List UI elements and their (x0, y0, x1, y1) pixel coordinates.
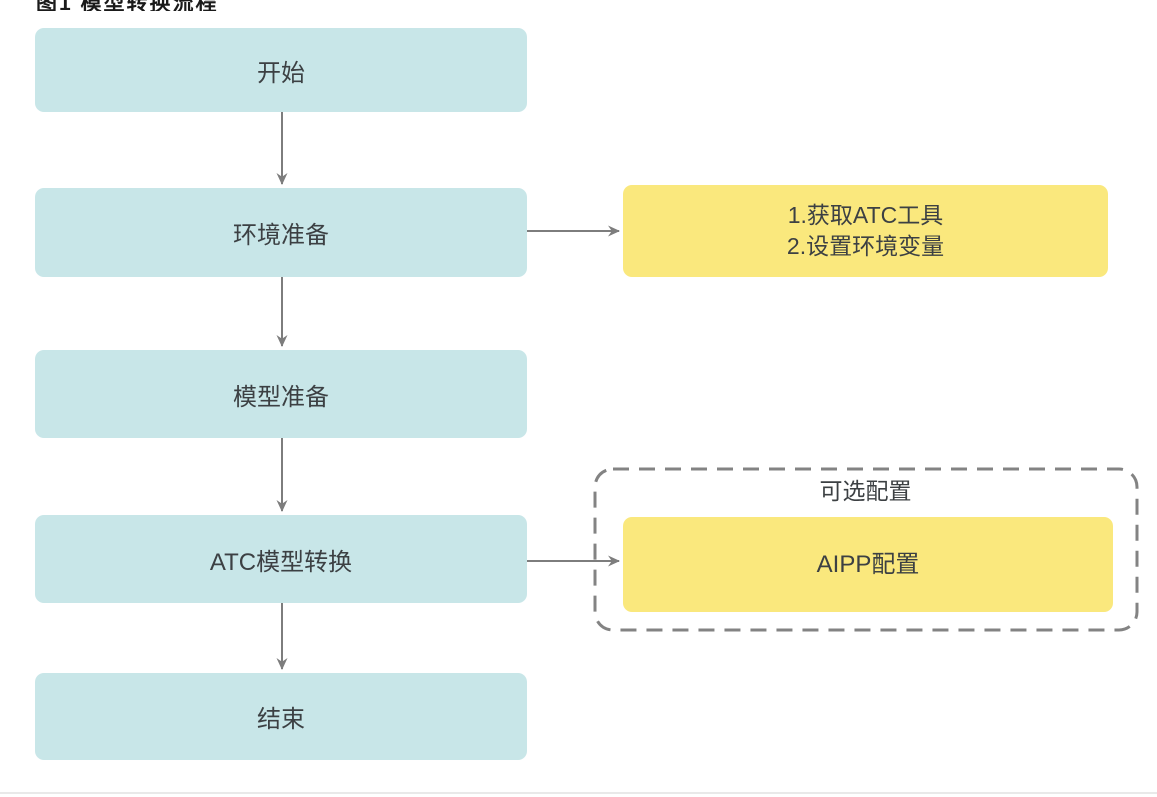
node-end: 结束 (35, 673, 527, 760)
note-env-steps: 1.获取ATC工具 2.设置环境变量 (623, 185, 1108, 277)
node-start: 开始 (35, 28, 527, 112)
figure-caption-text: 图1 模型转换流程 (36, 0, 436, 11)
node-model-prep: 模型准备 (35, 350, 527, 438)
node-env-prep: 环境准备 (35, 188, 527, 277)
optional-group-title: 可选配置 (819, 478, 912, 504)
node-atc-convert-label: ATC模型转换 (209, 548, 353, 576)
node-model-prep-label: 模型准备 (233, 383, 329, 411)
node-env-prep-label: 环境准备 (233, 222, 329, 249)
note-aipp-config: AIPP配置 (623, 517, 1113, 612)
note-env-steps-line2: 2.设置环境变量 (786, 233, 945, 259)
node-end-label: 结束 (257, 706, 305, 733)
figure-caption-clipped: 图1 模型转换流程 (36, 0, 436, 11)
note-aipp-config-label: AIPP配置 (816, 551, 920, 578)
node-atc-convert: ATC模型转换 (35, 515, 527, 603)
bottom-divider-line (0, 792, 1157, 794)
note-env-steps-line1: 1.获取ATC工具 (787, 202, 944, 228)
node-start-label: 开始 (257, 59, 305, 87)
